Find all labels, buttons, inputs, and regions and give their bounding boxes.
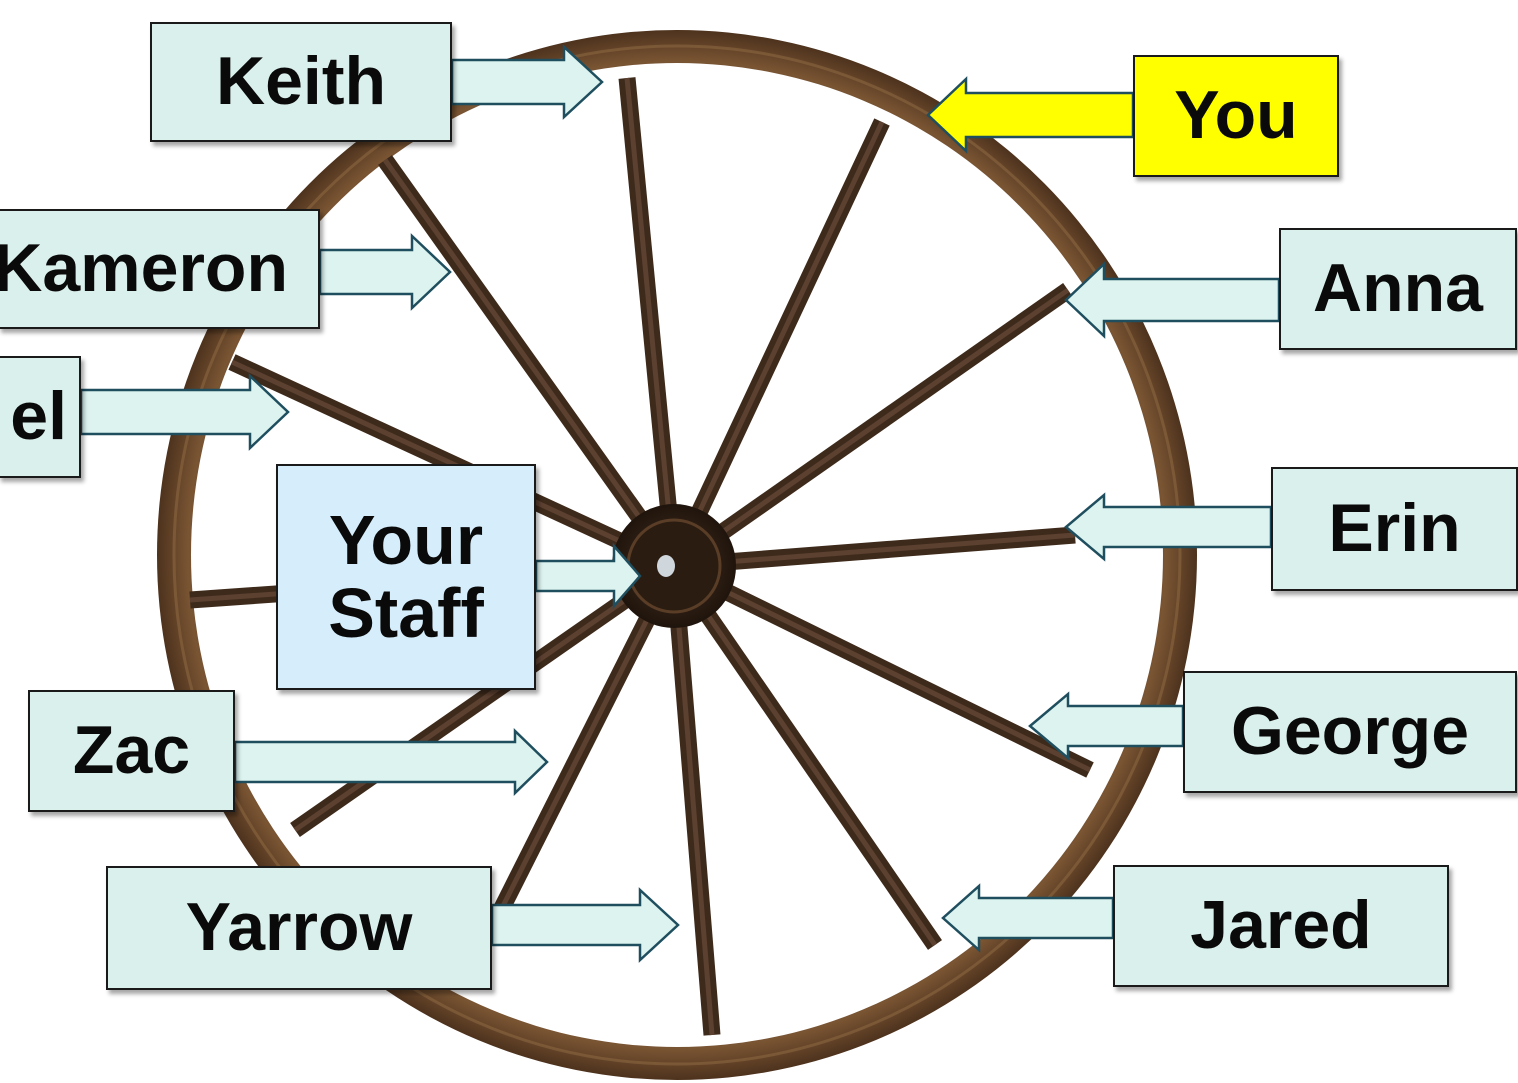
label-zac: Zac — [28, 690, 235, 812]
arrow-partial-left — [79, 373, 290, 451]
wheel-spoke-highlight — [673, 532, 1076, 569]
wheel-spoke-highlight — [293, 563, 676, 833]
wheel-spoke-highlight — [671, 564, 938, 947]
wheel-spoke-highlight — [672, 287, 1070, 569]
wheel-spoke-highlight — [671, 120, 885, 568]
wheel-spoke-highlight — [624, 77, 677, 567]
arrows-layer — [79, 44, 1281, 963]
label-your-staff: Your Staff — [276, 464, 536, 690]
wheel-spoke-highlight — [672, 563, 1092, 773]
wheel-spoke-highlight — [382, 158, 677, 568]
label-partial-left: el — [0, 356, 81, 478]
label-anna: Anna — [1279, 228, 1517, 350]
label-you: You — [1133, 55, 1339, 177]
label-yarrow: Yarrow — [106, 866, 492, 990]
label-george: George — [1183, 671, 1517, 793]
wheel-spoke-highlight — [671, 565, 715, 1036]
arrow-keith — [450, 44, 604, 120]
arrow-jared — [941, 883, 1115, 953]
arrow-you — [926, 76, 1135, 154]
label-kameron: Kameron — [0, 209, 320, 329]
label-jared: Jared — [1113, 865, 1449, 987]
arrow-anna — [1064, 261, 1281, 339]
wheel-hub — [612, 504, 736, 628]
arrow-your-staff — [534, 542, 642, 610]
wheel-spoke-highlight — [497, 564, 677, 914]
label-keith: Keith — [150, 22, 452, 142]
arrow-yarrow — [490, 887, 680, 963]
arrow-zac — [233, 728, 549, 796]
arrow-erin — [1064, 492, 1273, 562]
arrow-kameron — [318, 233, 452, 311]
label-erin: Erin — [1271, 467, 1518, 591]
arrow-george — [1028, 691, 1185, 761]
